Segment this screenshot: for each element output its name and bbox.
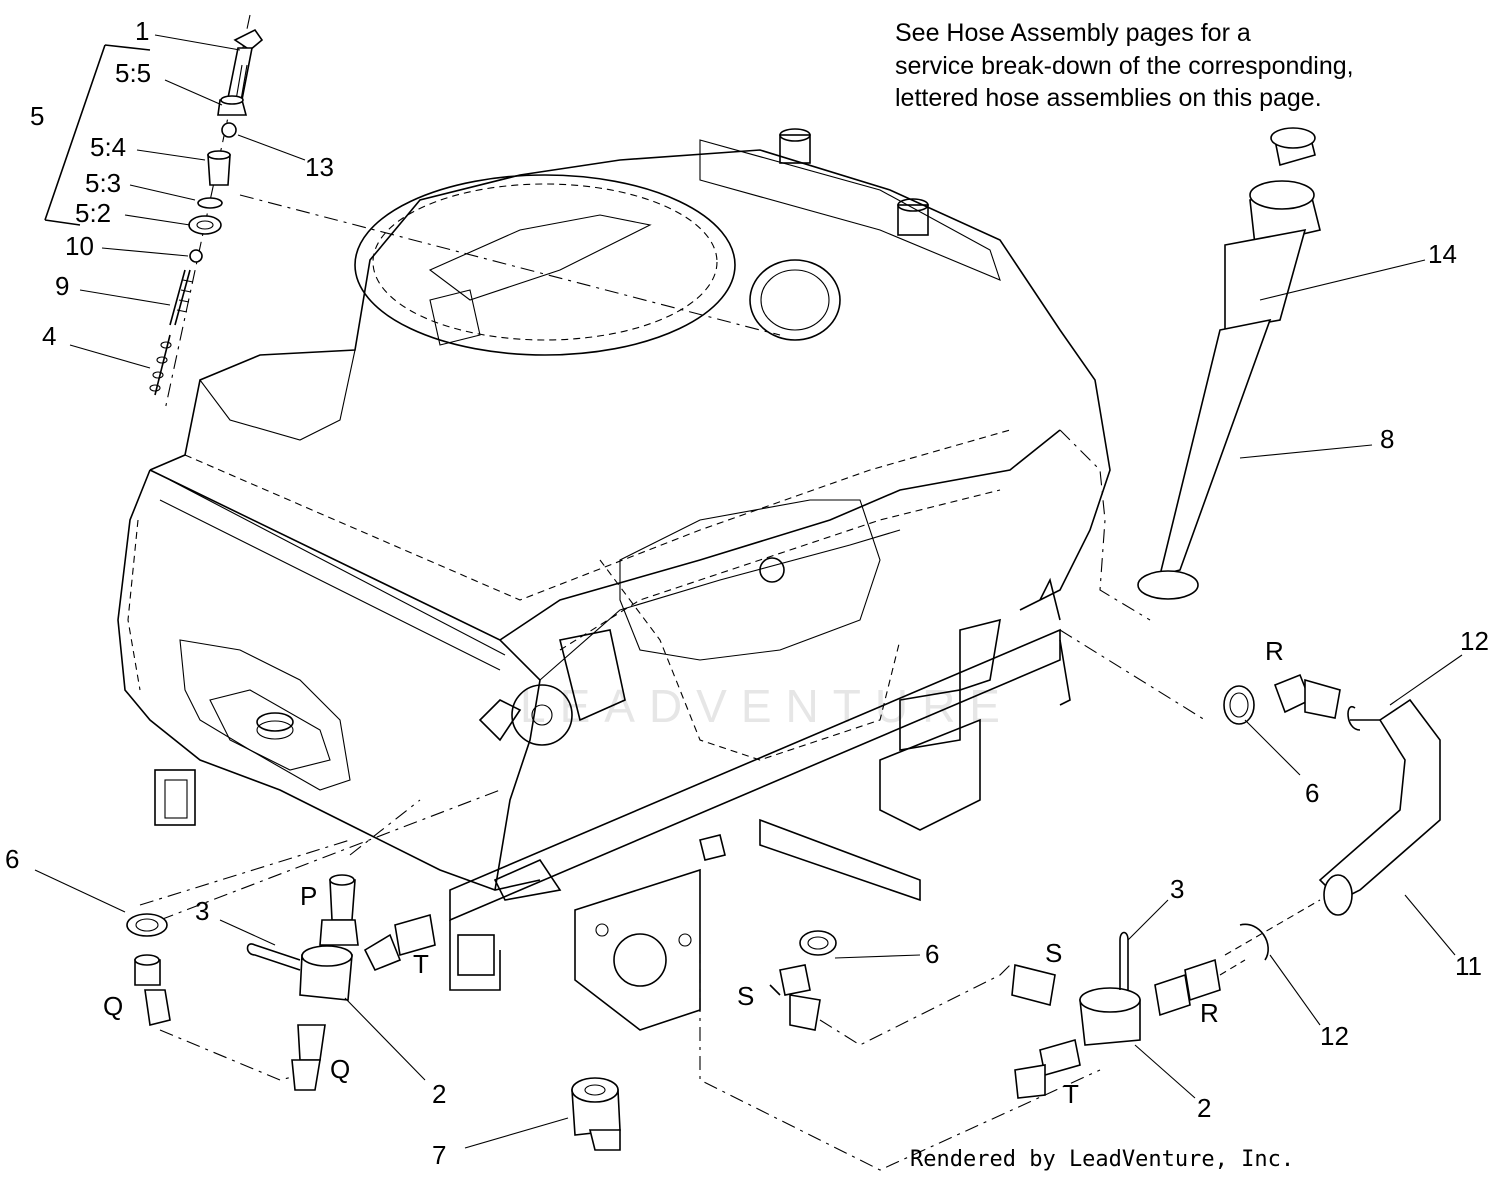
fill-strainer <box>1059 127 1321 621</box>
callout-5-3: 5:3 <box>85 168 121 198</box>
hose-assembly-note: See Hose Assembly pages for a service br… <box>895 19 1354 112</box>
callout-T-right: T <box>1063 1079 1079 1109</box>
callout-12-bottom: 12 <box>1320 1021 1349 1051</box>
callout-5-2: 5:2 <box>75 198 111 228</box>
callout-3-left: 3 <box>195 896 209 926</box>
callout-2-right: 2 <box>1197 1093 1211 1123</box>
leader-lines <box>34 34 1463 1149</box>
watermark: LEADVENTURE <box>520 680 1014 732</box>
callout-10: 10 <box>65 231 94 261</box>
callout-2-left: 2 <box>432 1079 446 1109</box>
callout-R-bottom: R <box>1200 998 1219 1028</box>
callout-6-middle: 6 <box>925 939 939 969</box>
callout-4: 4 <box>42 321 56 351</box>
callout-S-left: S <box>737 981 754 1011</box>
note-line-3: lettered hose assemblies on this page. <box>895 84 1322 112</box>
callout-5-5: 5:5 <box>115 58 151 88</box>
callout-11: 11 <box>1455 951 1482 981</box>
callout-12-top: 12 <box>1460 626 1489 656</box>
agitator-valve-stack <box>44 14 781 411</box>
left-valve-assembly <box>126 789 501 1091</box>
callout-14: 14 <box>1428 239 1457 269</box>
callout-Q-bottom: Q <box>330 1054 350 1084</box>
right-valve-assembly <box>699 930 1246 1171</box>
callout-9: 9 <box>55 271 69 301</box>
note-line-1: See Hose Assembly pages for a <box>895 19 1251 47</box>
callout-labels: 1 5:5 5 5:4 13 5:3 5:2 10 9 4 14 8 12 R … <box>5 16 1489 1170</box>
callout-Q-left: Q <box>103 991 123 1021</box>
callout-8: 8 <box>1380 424 1394 454</box>
callout-S-right: S <box>1045 938 1062 968</box>
nozzle-body-7 <box>571 1077 621 1151</box>
callout-5-4: 5:4 <box>90 132 126 162</box>
callout-R-top: R <box>1265 636 1284 666</box>
render-credit: Rendered by LeadVenture, Inc. <box>910 1147 1294 1172</box>
spray-tank <box>117 128 1111 891</box>
callout-P: P <box>300 881 317 911</box>
right-hose-assembly <box>1059 629 1441 961</box>
callout-5: 5 <box>30 101 44 131</box>
callout-1: 1 <box>135 16 149 46</box>
callout-6-left: 6 <box>5 844 19 874</box>
callout-6-right: 6 <box>1305 778 1319 808</box>
callout-T-left: T <box>413 949 429 979</box>
callout-7: 7 <box>432 1140 446 1170</box>
callout-3-right: 3 <box>1170 874 1184 904</box>
callout-13: 13 <box>305 152 334 182</box>
note-line-2: service break-down of the corresponding, <box>895 52 1354 80</box>
